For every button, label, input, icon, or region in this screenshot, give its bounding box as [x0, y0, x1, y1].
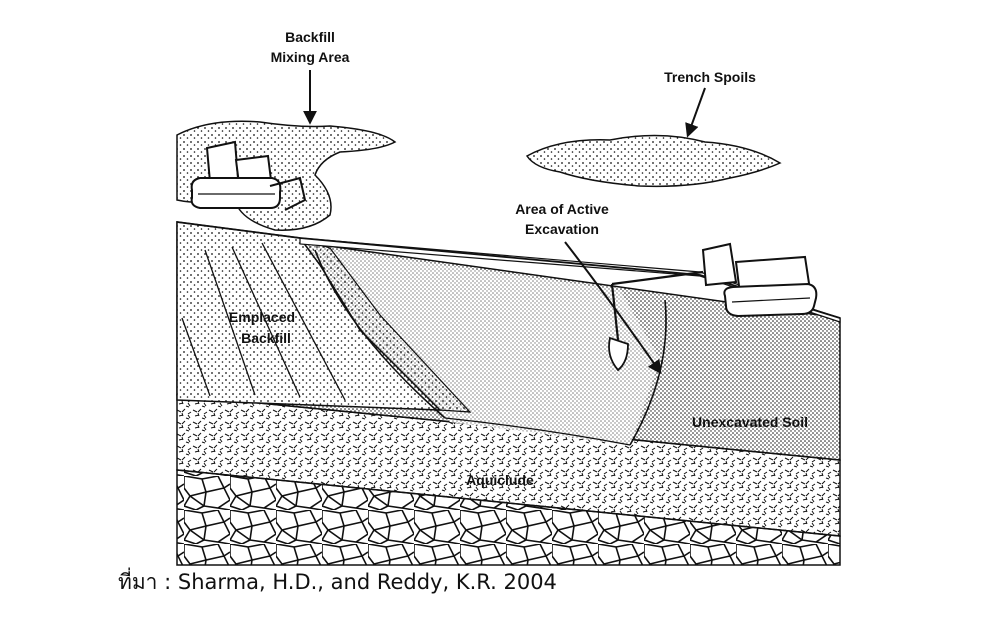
leader-arrows: [303, 70, 706, 375]
label-emplaced-backfill-2: Backfill: [241, 330, 291, 346]
arrow-trench-spoils: [685, 87, 706, 138]
label-active-excavation-2: Excavation: [525, 221, 599, 237]
backfill-layer-lines: [181, 242, 346, 401]
trench-left-edge: [314, 249, 446, 419]
label-unexcavated-soil: Unexcavated Soil: [692, 414, 808, 430]
source-caption: ที่มา : Sharma, H.D., and Reddy, K.R. 20…: [118, 570, 557, 594]
label-backfill-mixing-1: Backfill: [285, 29, 335, 45]
label-active-excavation-1: Area of Active: [515, 201, 609, 217]
label-emplaced-backfill-1: Emplaced: [229, 309, 295, 325]
trench-bottom-edge: [444, 417, 631, 446]
trench-spoils-pile: [525, 134, 782, 188]
label-backfill-mixing-2: Mixing Area: [271, 49, 350, 65]
excavator-icon: [608, 242, 818, 372]
label-aquiclude: Aquiclude: [466, 472, 534, 488]
bulldozer-icon: [190, 140, 307, 211]
diagram-labels: Backfill Mixing Area Trench Spoils Area …: [229, 29, 808, 488]
trench-region-dots: [300, 245, 660, 445]
label-trench-spoils: Trench Spoils: [664, 69, 756, 85]
arrow-active-excavation: [564, 241, 662, 375]
